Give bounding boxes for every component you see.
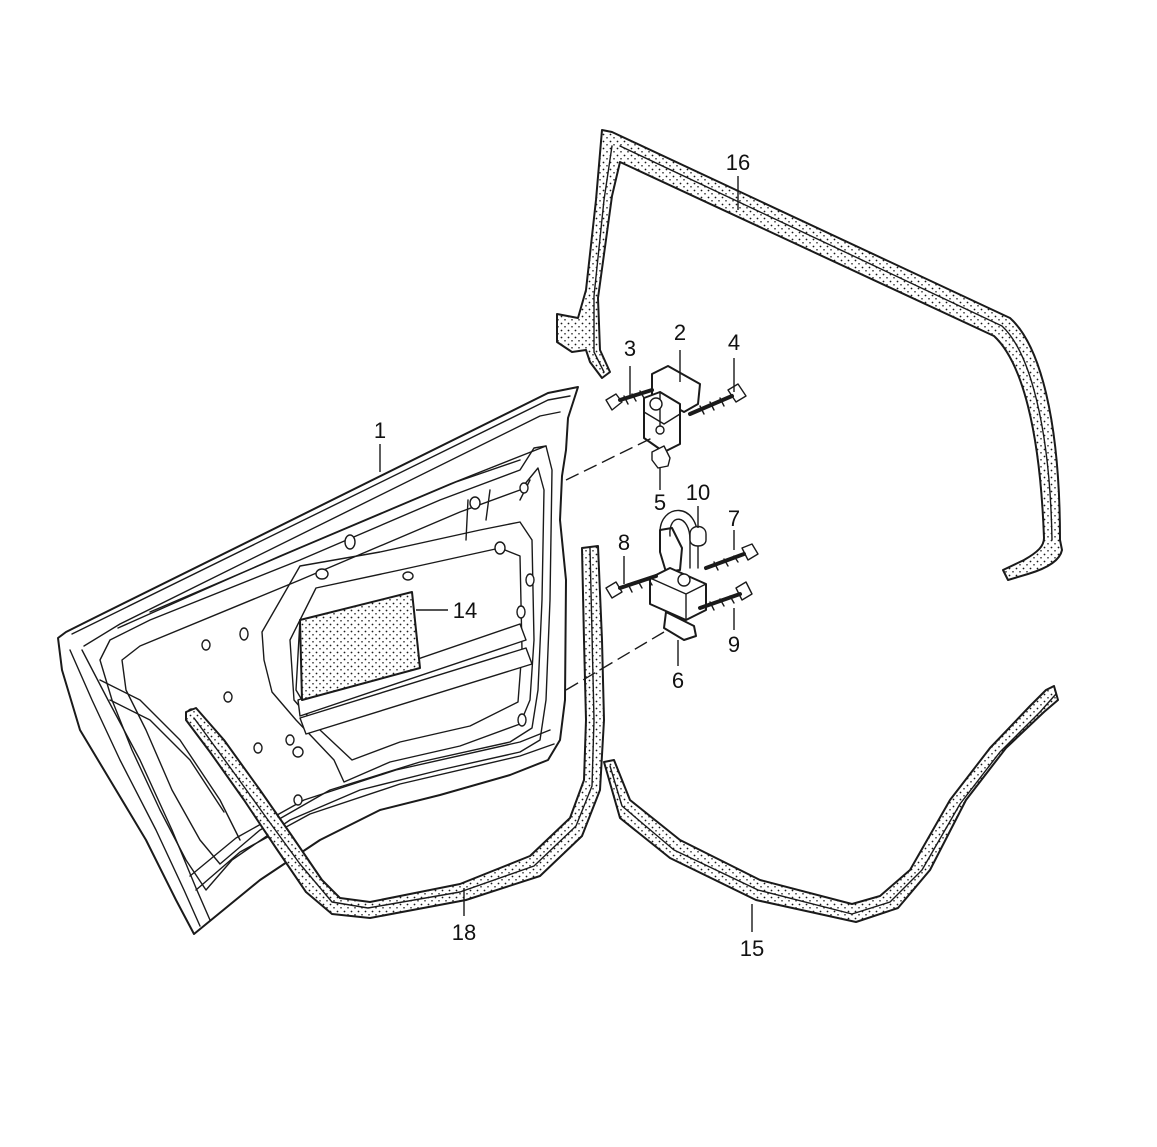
- callout-10: 10: [686, 480, 710, 505]
- upper-hinge: [643, 365, 701, 453]
- hinge-cap-10: [689, 525, 707, 547]
- lower-hinge: [649, 509, 707, 641]
- callout-8: 8: [618, 530, 630, 555]
- callout-6: 6: [672, 668, 684, 693]
- window-frame-seal: [556, 129, 1063, 581]
- callout-labels: 1 2 3 4 5 6 7 8 9 10 14 15 16 18: [374, 150, 764, 961]
- callout-4: 4: [728, 330, 740, 355]
- door-seal: [185, 545, 605, 919]
- callout-5: 5: [654, 490, 666, 515]
- hinge-bolt-9: [698, 581, 753, 611]
- callout-18: 18: [452, 920, 476, 945]
- damping-pad: [295, 591, 421, 701]
- leader-lines: [379, 176, 753, 932]
- callout-16: 16: [726, 150, 750, 175]
- hinge-bolt-8: [605, 574, 658, 599]
- callout-14: 14: [453, 598, 477, 623]
- callout-1: 1: [374, 418, 386, 443]
- body-seal: [603, 685, 1059, 923]
- callout-7: 7: [728, 506, 740, 531]
- hinge-cap-5: [651, 445, 671, 469]
- callout-2: 2: [674, 320, 686, 345]
- callout-15: 15: [740, 936, 764, 961]
- hinge-bolt-7: [704, 543, 759, 571]
- callout-3: 3: [624, 336, 636, 361]
- alignment-line-upper: [565, 437, 653, 481]
- callout-9: 9: [728, 632, 740, 657]
- alignment-line-lower: [565, 631, 665, 691]
- hinge-bolt-3: [605, 388, 654, 411]
